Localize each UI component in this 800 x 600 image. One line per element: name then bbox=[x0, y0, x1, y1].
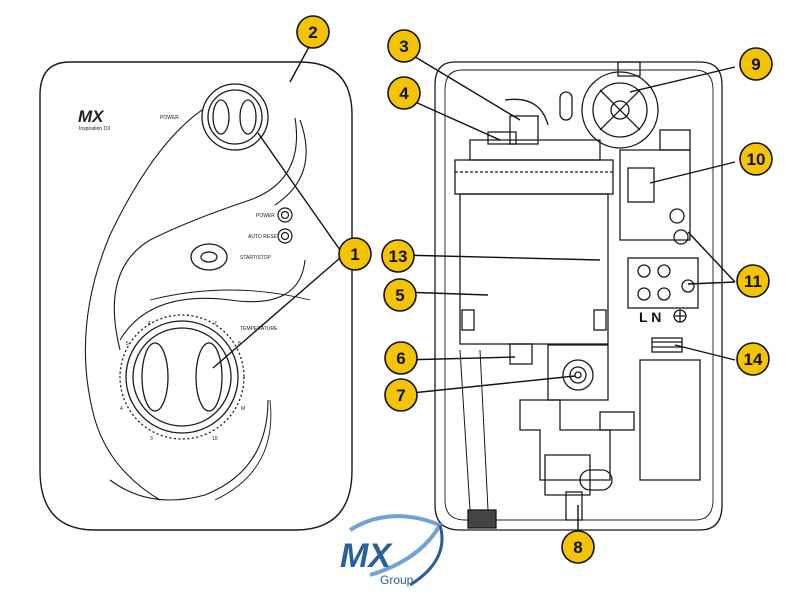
callout-13: 13 bbox=[381, 239, 415, 273]
svg-text:14: 14 bbox=[744, 350, 763, 369]
callout-1: 1 bbox=[338, 237, 372, 271]
callout-8: 8 bbox=[561, 530, 595, 564]
dial-tick-5: M bbox=[241, 406, 245, 412]
dial-tick-4: 4 bbox=[120, 406, 123, 412]
svg-text:8: 8 bbox=[573, 538, 582, 557]
dial-tick-7: 10 bbox=[212, 436, 218, 442]
power-indicator bbox=[277, 207, 293, 223]
callout-14: 14 bbox=[736, 342, 770, 376]
dial-tick-0: 6 bbox=[148, 321, 151, 327]
start-stop-button bbox=[190, 243, 228, 271]
svg-text:6: 6 bbox=[396, 349, 405, 368]
callout-3: 3 bbox=[387, 29, 421, 63]
mx-group-logo: MX Group bbox=[340, 514, 444, 587]
callout-10: 10 bbox=[739, 142, 773, 176]
internal-view bbox=[434, 61, 723, 531]
svg-text:13: 13 bbox=[389, 247, 408, 266]
callout-9: 9 bbox=[739, 47, 773, 81]
svg-text:4: 4 bbox=[399, 84, 409, 103]
cover-model-text: Inspiration DX bbox=[79, 126, 111, 132]
mx-group-logo-subtitle: Group bbox=[380, 573, 414, 587]
callout-6: 6 bbox=[384, 341, 418, 375]
dial-tick-6: 3 bbox=[150, 436, 153, 442]
callout-2: 2 bbox=[296, 15, 330, 49]
svg-text:2: 2 bbox=[308, 23, 317, 42]
callout-7: 7 bbox=[384, 378, 418, 412]
power-indicator-label: POWER bbox=[256, 213, 275, 219]
dial-tick-3: 8 bbox=[238, 341, 241, 347]
front-cover bbox=[39, 61, 353, 531]
dial-tick-1: 7 bbox=[214, 321, 217, 327]
mx-group-logo-text: MX bbox=[340, 537, 393, 575]
svg-text:9: 9 bbox=[751, 55, 760, 74]
svg-text:5: 5 bbox=[395, 286, 404, 305]
power-dial bbox=[201, 83, 269, 151]
callout-11: 11 bbox=[736, 264, 770, 298]
start-stop-label: START/STOP bbox=[240, 255, 272, 261]
svg-text:1: 1 bbox=[350, 245, 359, 264]
auto-reset-label: AUTO RESET bbox=[248, 234, 280, 240]
temperature-dial bbox=[119, 314, 245, 440]
terminal-block-text: L N bbox=[639, 309, 661, 325]
svg-text:11: 11 bbox=[744, 272, 762, 291]
cover-brand-logo: MX bbox=[78, 107, 105, 126]
power-dial-label: POWER bbox=[160, 115, 179, 121]
svg-text:10: 10 bbox=[747, 150, 766, 169]
svg-text:7: 7 bbox=[396, 386, 405, 405]
svg-text:3: 3 bbox=[399, 37, 408, 56]
auto-reset-indicator bbox=[277, 228, 293, 244]
callout-4: 4 bbox=[387, 76, 421, 110]
dial-tick-2: 5 bbox=[126, 341, 129, 347]
callout-5: 5 bbox=[383, 278, 417, 312]
